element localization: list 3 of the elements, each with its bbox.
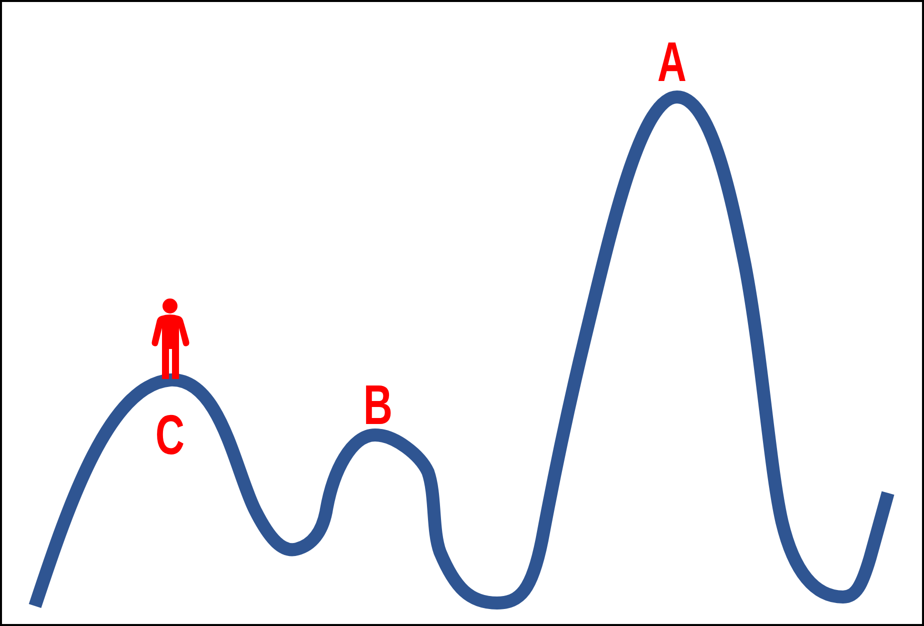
peak-label: C [155,414,185,456]
peak-label: A [657,41,687,83]
peak-label: B [363,384,393,426]
